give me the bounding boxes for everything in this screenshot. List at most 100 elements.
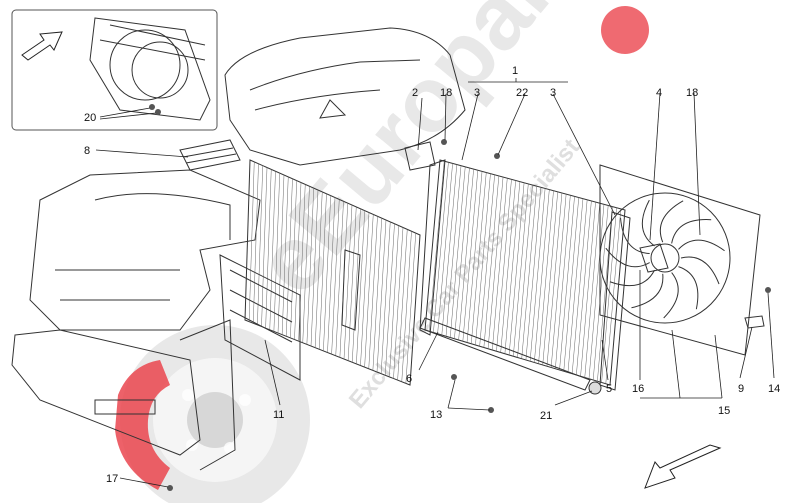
callout-2: 2 xyxy=(412,87,418,99)
callout-20: 20 xyxy=(84,112,96,124)
fin-line xyxy=(508,182,525,356)
fan-screw xyxy=(765,287,771,293)
radiator xyxy=(419,159,631,391)
fin-line xyxy=(261,167,268,327)
inset-leader-20b xyxy=(99,112,157,120)
fan-blade xyxy=(631,273,664,309)
fin-line xyxy=(492,178,508,351)
fin-line xyxy=(269,171,276,330)
fin-line xyxy=(277,174,285,334)
bolt-18 xyxy=(441,139,447,145)
fan-blade xyxy=(659,200,684,243)
fin-line xyxy=(475,173,491,346)
fin-line xyxy=(393,227,404,379)
fin-line xyxy=(376,219,387,373)
fin-line xyxy=(559,196,575,371)
callout-16: 16 xyxy=(632,383,644,395)
arrow-down-left-icon xyxy=(644,444,722,489)
fin-line xyxy=(253,163,259,324)
callout-21: 21 xyxy=(540,410,552,422)
screw-13b xyxy=(488,407,494,413)
fin-line xyxy=(319,193,327,350)
fin-line xyxy=(257,165,263,325)
watermark-disc xyxy=(120,325,310,503)
fin-line xyxy=(449,166,466,338)
watermark-dot xyxy=(601,6,649,54)
fin-line xyxy=(437,163,453,334)
air-guide-shroud xyxy=(11,169,261,471)
fin-line xyxy=(563,197,579,372)
inset-shroud xyxy=(89,17,211,121)
condenser-fins xyxy=(248,161,416,384)
fin-line xyxy=(372,218,382,371)
side-air-duct-panel xyxy=(219,254,301,381)
inset-leader-20 xyxy=(99,107,151,118)
callout-4: 4 xyxy=(656,87,662,99)
fin-line xyxy=(405,233,416,384)
fan-motor xyxy=(639,243,669,273)
fin-line xyxy=(314,191,323,348)
fan-blade xyxy=(671,219,712,244)
callout-15: 15 xyxy=(718,405,730,417)
fin-line xyxy=(306,188,314,345)
fin-line xyxy=(576,200,592,376)
fin-line xyxy=(605,208,622,384)
fan-blade xyxy=(620,217,650,254)
callout-22: 22 xyxy=(516,87,528,99)
callout-11: 11 xyxy=(273,409,284,421)
fin-line xyxy=(521,186,537,359)
fan-shroud xyxy=(599,164,761,356)
callout-5: 5 xyxy=(606,383,612,395)
radiator-fins xyxy=(428,161,622,384)
fin-line xyxy=(525,187,542,361)
fin-line xyxy=(323,195,331,351)
callout-8: 8 xyxy=(84,145,90,157)
watermark-caliper xyxy=(115,360,170,490)
fin-line xyxy=(471,172,487,344)
fin-line xyxy=(273,173,280,332)
fin-line xyxy=(310,189,319,347)
fin-line xyxy=(534,189,550,363)
fin-line xyxy=(352,208,361,363)
callout-3b: 3 xyxy=(550,87,556,99)
callout-3a: 3 xyxy=(474,87,480,99)
fin-line xyxy=(441,164,458,336)
fin-line xyxy=(428,161,445,332)
fin-line xyxy=(542,191,558,366)
fin-line xyxy=(588,204,605,379)
fin-line xyxy=(360,212,370,366)
fin-line xyxy=(479,174,495,347)
fin-line xyxy=(584,203,601,378)
fin-line xyxy=(248,161,255,322)
callout-17: 17 xyxy=(106,473,118,485)
inset-detail-box xyxy=(11,9,218,131)
callout-14: 14 xyxy=(768,383,780,395)
fin-line xyxy=(433,162,449,333)
fan-blade xyxy=(663,272,679,319)
fin-line xyxy=(462,170,479,342)
fan-blade xyxy=(678,266,699,310)
fin-line xyxy=(592,205,609,381)
callout-1: 1 xyxy=(512,65,518,77)
callout-18b: 18 xyxy=(686,87,698,99)
fin-line xyxy=(281,176,289,335)
arrow-up-right-icon xyxy=(21,31,63,61)
fin-line xyxy=(347,206,357,361)
fin-line xyxy=(364,214,374,368)
fin-line xyxy=(529,188,546,362)
expansion-bracket xyxy=(404,141,436,171)
callout-13: 13 xyxy=(430,409,442,421)
inset-clip-a xyxy=(149,104,155,110)
fin-line xyxy=(265,169,272,329)
inset-clip-b xyxy=(155,109,161,115)
bolt-22 xyxy=(494,153,500,159)
fin-line xyxy=(294,182,302,340)
radiator-lower-bracket xyxy=(419,317,591,391)
fin-line xyxy=(555,195,571,369)
clip-17 xyxy=(167,485,173,491)
fin-line xyxy=(513,183,529,357)
fin-line xyxy=(331,199,340,355)
fin-line xyxy=(397,229,408,381)
fin-line xyxy=(601,207,617,383)
